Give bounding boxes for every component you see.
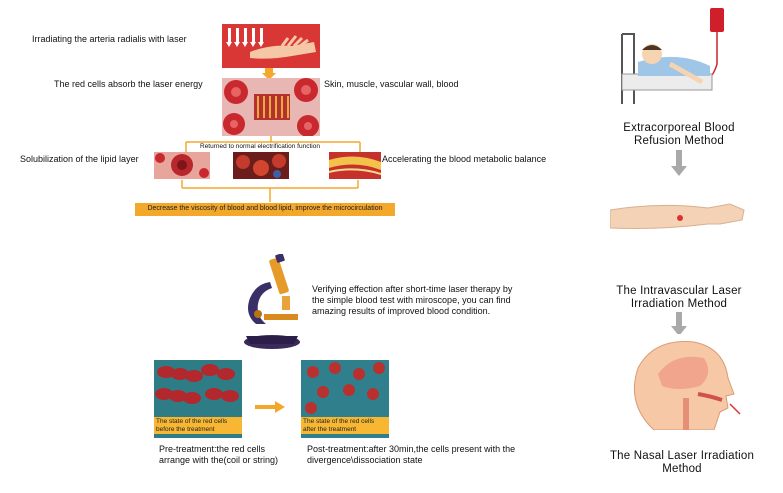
- arm-irradiation-illustration: [222, 24, 320, 68]
- after-caption: The state of the red cells after the tre…: [301, 417, 389, 434]
- flow-arrow-1: [262, 68, 276, 80]
- result-bar: Decrease the viscosity of blood and bloo…: [135, 203, 395, 216]
- step2-side-label: Skin, muscle, vascular wall, blood: [324, 79, 459, 89]
- lipid-layer-illustration: [154, 152, 210, 179]
- before-text: Pre-treatment:the red cells arrange with…: [159, 444, 279, 465]
- after-text: Post-treatment:after 30min,the cells pre…: [307, 444, 516, 465]
- comparison-arrow: [255, 401, 285, 413]
- microscope-illustration: [244, 253, 300, 349]
- red-cells-image: [222, 78, 320, 136]
- microscope-text: Verifying effection after short-time las…: [312, 284, 513, 316]
- right-effect-label: Accelerating the blood metabolic balance: [382, 154, 547, 164]
- step1-label: Irradiating the arteria radialis with la…: [32, 34, 187, 44]
- extracorporeal-image: [618, 4, 746, 116]
- method1-title: Extracorporeal Blood Refusion Method: [623, 122, 735, 147]
- method-arrow-1: [671, 150, 687, 176]
- arm-laser-illustration: [610, 178, 748, 252]
- intravascular-image: [610, 178, 748, 252]
- lipid-layer-image: [154, 152, 210, 179]
- red-cells-illustration: [222, 78, 320, 136]
- before-caption: The state of the red cells before the tr…: [154, 417, 242, 434]
- left-effect-label: Solubilization of the lipid layer: [20, 154, 139, 164]
- metabolic-cells-illustration: [233, 152, 289, 179]
- result-bracket: [181, 180, 359, 202]
- method-arrow-2: [671, 312, 687, 336]
- patient-bed-illustration: [618, 4, 746, 116]
- method2-title: The Intravascular Laser Irradiation Meth…: [616, 285, 742, 310]
- vessel-image: [329, 152, 381, 179]
- step2-label: The red cells absorb the laser energy: [54, 79, 203, 89]
- arm-irradiation-image: [222, 24, 320, 68]
- metabolic-cells-image: [233, 152, 289, 179]
- effects-bracket: [185, 136, 361, 152]
- method3-title: The Nasal Laser Irradiation Method: [609, 450, 755, 475]
- nasal-image: [614, 334, 744, 430]
- vessel-illustration: [329, 152, 381, 179]
- head-anatomy-illustration: [614, 334, 744, 430]
- microscope-icon: [236, 253, 302, 350]
- bracket-label: Returned to normal electrification funct…: [198, 143, 322, 151]
